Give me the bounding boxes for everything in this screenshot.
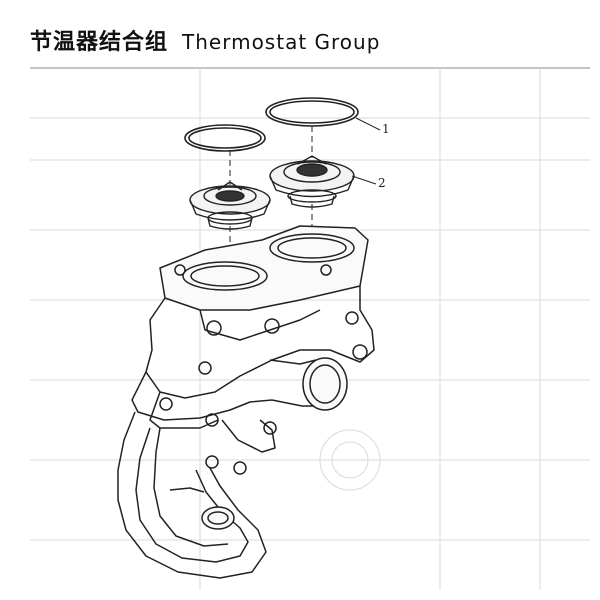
callout-leaders	[351, 117, 381, 185]
title-english: Thermostat Group	[182, 30, 381, 54]
background-ghost-lines	[30, 67, 590, 590]
o-ring-right	[265, 97, 359, 127]
thermostat-right	[269, 155, 355, 208]
thermostat-housing	[131, 225, 375, 475]
thermostat-left	[189, 181, 271, 230]
callout-label-2: 2	[378, 176, 386, 190]
page-title: 节温器结合组 Thermostat Group	[30, 24, 380, 56]
o-ring-left	[184, 124, 266, 152]
title-chinese: 节温器结合组	[30, 30, 169, 55]
callout-label-1: 1	[382, 122, 390, 136]
bypass-pipe	[117, 411, 267, 579]
